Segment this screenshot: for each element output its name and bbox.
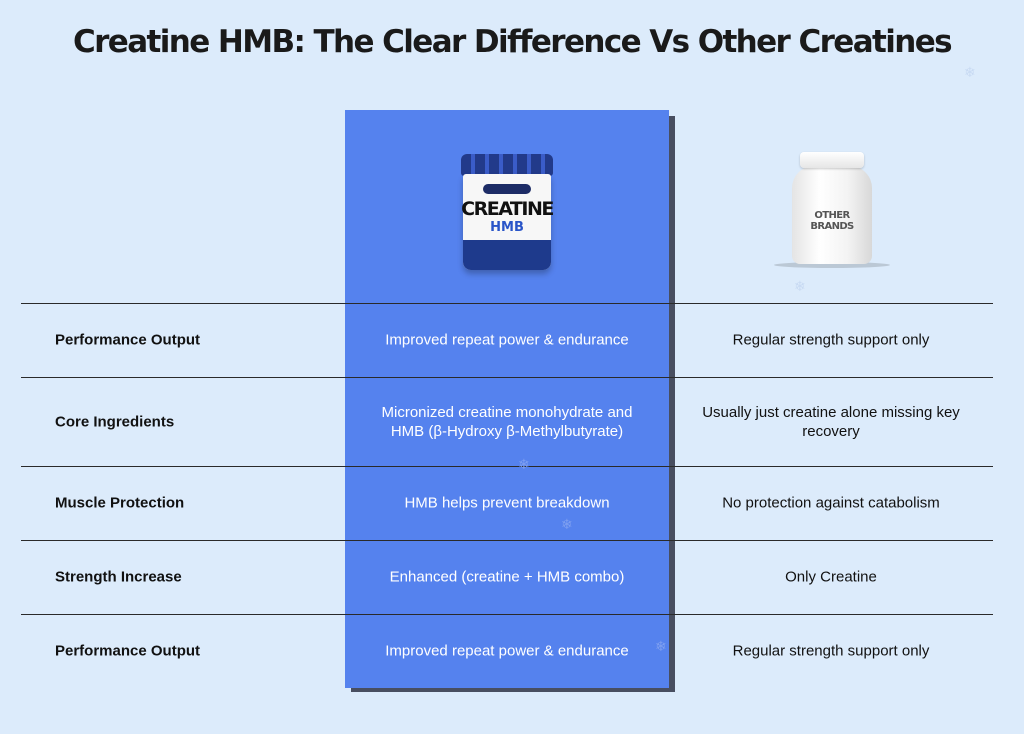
product-sub: HMB <box>490 220 524 235</box>
row-divider <box>21 614 993 615</box>
featured-cell: HMB helps prevent breakdown <box>404 494 610 512</box>
brand-logo-icon <box>483 184 531 194</box>
other-brands-label: OTHER BRANDS <box>810 210 854 232</box>
tub-lid <box>461 154 553 176</box>
creatine-hmb-product-image: CREATINE HMB <box>461 154 554 272</box>
page-title: Creatine HMB: The Clear Difference Vs Ot… <box>72 24 953 60</box>
jar-lid <box>800 152 864 168</box>
other-cell: Usually just creatine alone missing key … <box>702 404 960 440</box>
row-label: Performance Output <box>55 331 201 349</box>
other-cell: Regular strength support only <box>732 331 930 349</box>
featured-cell: Improved repeat power & endurance <box>385 331 629 349</box>
other-cell: No protection against catabolism <box>722 494 940 512</box>
row-label: Strength Increase <box>55 568 182 586</box>
product-name: CREATINE <box>461 198 554 220</box>
other-cell: Regular strength support only <box>732 642 930 660</box>
tub-base <box>463 240 551 270</box>
snowflake-icon: ❄ <box>561 516 573 532</box>
featured-cell: Micronized creatine monohydrate and HMB … <box>381 404 633 440</box>
row-divider <box>21 377 993 378</box>
featured-cell: Enhanced (creatine + HMB combo) <box>389 568 625 586</box>
snowflake-icon: ❄ <box>794 278 806 294</box>
snowflake-icon: ❄ <box>518 456 530 472</box>
row-divider <box>21 466 993 467</box>
row-label: Performance Output <box>55 642 201 660</box>
other-brands-product-image: OTHER BRANDS <box>774 150 890 270</box>
other-cell: Only Creatine <box>785 568 877 586</box>
row-divider <box>21 540 993 541</box>
featured-cell: Improved repeat power & endurance <box>385 642 629 660</box>
snowflake-icon: ❄ <box>964 64 976 80</box>
row-label: Muscle Protection <box>55 494 185 512</box>
row-label: Core Ingredients <box>55 413 175 431</box>
snowflake-icon: ❄ <box>655 638 667 654</box>
jar-body <box>792 166 872 264</box>
jar-shadow <box>774 262 890 268</box>
row-divider <box>21 303 993 304</box>
